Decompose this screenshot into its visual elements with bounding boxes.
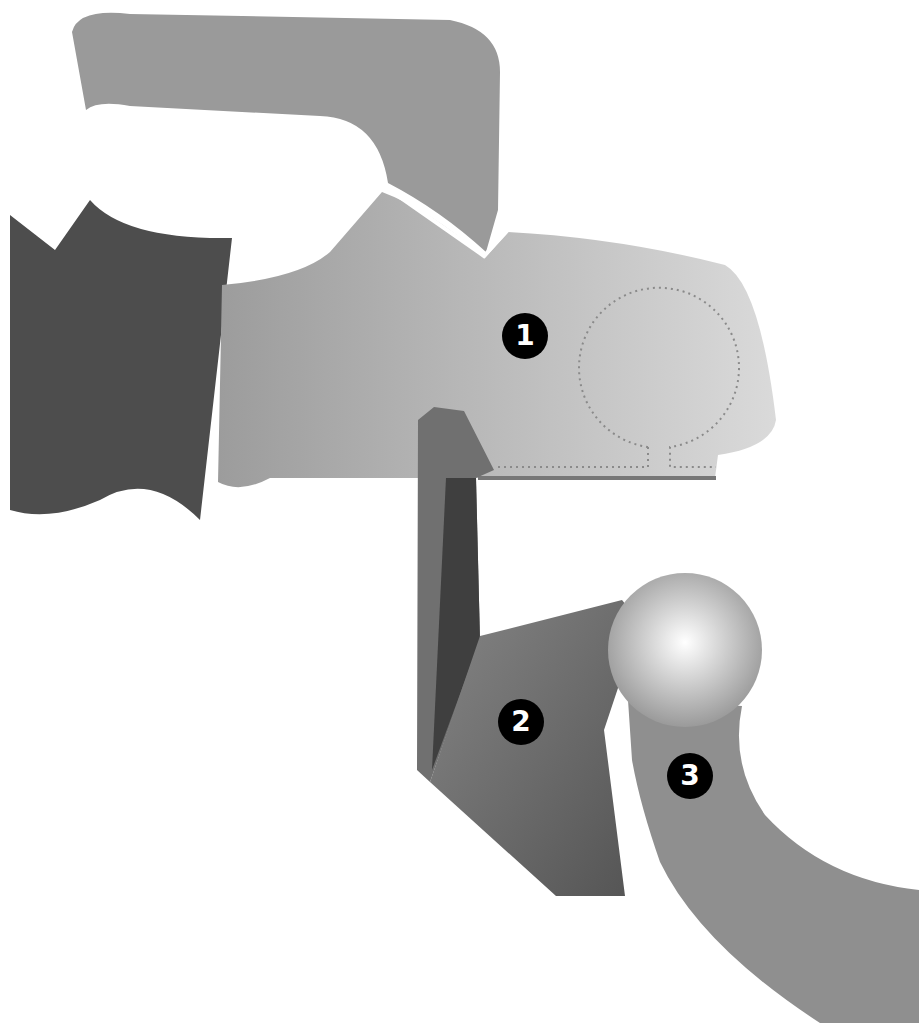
callout-number: 3 bbox=[680, 762, 699, 790]
ball-socket-outline bbox=[495, 288, 739, 467]
callout-number: 1 bbox=[515, 322, 534, 350]
tow-ball bbox=[608, 573, 762, 727]
lever-handle bbox=[72, 13, 500, 252]
ball-neck bbox=[628, 700, 919, 1023]
callout-number: 2 bbox=[511, 708, 530, 736]
drawbar bbox=[10, 200, 232, 520]
callout-circle: 2 bbox=[498, 699, 544, 745]
coupling-body bbox=[218, 192, 776, 487]
callout-circle: 3 bbox=[667, 753, 713, 799]
lever-gap bbox=[384, 186, 508, 256]
body-base-strip bbox=[478, 476, 716, 480]
callout-circle: 1 bbox=[502, 313, 548, 359]
